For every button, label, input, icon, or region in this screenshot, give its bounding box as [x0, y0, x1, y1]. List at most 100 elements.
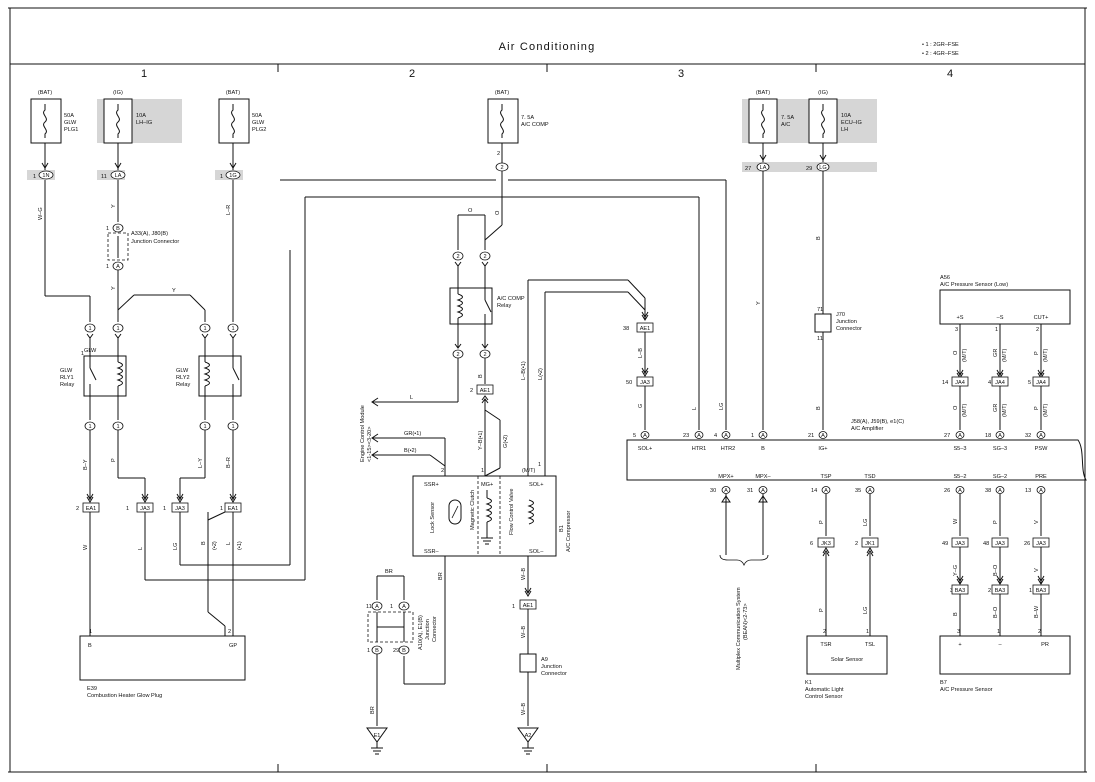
- svg-text:JA3: JA3: [140, 506, 150, 512]
- svg-text:2: 2: [988, 588, 991, 594]
- svg-text:–S: –S: [997, 315, 1004, 321]
- svg-text:L–B: L–B: [638, 348, 644, 358]
- column-1-lower-wiring: 1 1 1 1 B–Y P L–Y B–R 2 EA1 1 JA3 1 JA3 …: [76, 197, 306, 636]
- svg-text:2: 2: [497, 151, 500, 157]
- svg-text:27: 27: [944, 433, 950, 439]
- svg-text:Connector: Connector: [836, 326, 862, 332]
- svg-text:Magnetic Clutch: Magnetic Clutch: [470, 490, 476, 530]
- svg-text:L–Y: L–Y: [198, 458, 204, 468]
- svg-text:14: 14: [811, 488, 817, 494]
- svg-text:RLY1: RLY1: [60, 375, 74, 381]
- svg-text:HTR2: HTR2: [721, 446, 736, 452]
- svg-text:A: A: [998, 488, 1002, 494]
- svg-text:31: 31: [747, 488, 753, 494]
- svg-text:A/C COMP: A/C COMP: [521, 122, 549, 128]
- svg-text:1: 1: [203, 424, 206, 430]
- svg-text:A/C Compressor: A/C Compressor: [566, 511, 572, 552]
- a56-pressure-sensor-low: A56 A/C Pressure Sensor (Low) +S –S CUT+…: [939, 275, 1071, 333]
- svg-text:W–B: W–B: [521, 703, 527, 715]
- svg-text:Engine Control Module: Engine Control Module: [360, 405, 366, 462]
- svg-text:AE1: AE1: [640, 326, 651, 332]
- svg-text:21: 21: [808, 433, 814, 439]
- svg-text:V: V: [1034, 520, 1040, 524]
- svg-text:JA3: JA3: [175, 506, 185, 512]
- svg-text:L: L: [692, 407, 698, 410]
- svg-text:GP: GP: [229, 643, 237, 649]
- svg-text:4: 4: [714, 433, 717, 439]
- svg-text:1: 1: [231, 326, 234, 332]
- svg-text:1: 1: [1029, 588, 1032, 594]
- svg-text:7. 5A: 7. 5A: [781, 115, 794, 121]
- svg-text:1: 1: [367, 648, 370, 654]
- svg-text:1: 1: [88, 424, 91, 430]
- svg-text:L–R: L–R: [226, 205, 232, 215]
- svg-text:48: 48: [983, 541, 989, 547]
- svg-text:(BAT): (BAT): [226, 90, 240, 96]
- svg-text:JA3: JA3: [1036, 541, 1046, 547]
- svg-text:P: P: [993, 520, 999, 524]
- svg-text:1: 1: [481, 468, 484, 474]
- svg-text:JA4: JA4: [955, 380, 965, 386]
- svg-text:MPX+: MPX+: [718, 474, 733, 480]
- fuse-glw-plg1: (BAT) 50A GLW PLG1 1 1N: [27, 90, 78, 180]
- svg-text:(M/T): (M/T): [1043, 404, 1049, 417]
- note-2: • 2 : 4GR–FSE: [922, 51, 959, 57]
- svg-text:A: A: [402, 604, 406, 610]
- svg-text:JA3: JA3: [640, 380, 650, 386]
- svg-text:L: L: [138, 547, 144, 550]
- svg-text:Y: Y: [172, 288, 176, 294]
- svg-text:K1: K1: [805, 680, 812, 686]
- svg-text:1: 1: [203, 326, 206, 332]
- svg-text:SG–3: SG–3: [993, 446, 1007, 452]
- svg-text:B: B: [116, 226, 120, 232]
- svg-text:Relay: Relay: [497, 303, 512, 309]
- svg-text:3: 3: [957, 629, 960, 635]
- svg-text:A33(A), J80(B): A33(A), J80(B): [131, 231, 168, 237]
- svg-text:Solar Sensor: Solar Sensor: [831, 657, 863, 663]
- svg-text:A: A: [1039, 433, 1043, 439]
- svg-text:A/C Pressure Sensor: A/C Pressure Sensor: [940, 687, 993, 693]
- svg-text:L(•2): L(•2): [538, 368, 544, 380]
- svg-text:11: 11: [366, 604, 372, 610]
- svg-text:A: A: [998, 433, 1002, 439]
- column-2-wiring: L LG O O 2 2: [280, 171, 727, 430]
- svg-text:(BAT): (BAT): [756, 90, 770, 96]
- svg-text:PSW: PSW: [1035, 446, 1048, 452]
- svg-text:3: 3: [950, 588, 953, 594]
- svg-text:35: 35: [855, 488, 861, 494]
- svg-text:Control Sensor: Control Sensor: [805, 694, 842, 700]
- svg-text:E39: E39: [87, 686, 97, 692]
- svg-text:Connector: Connector: [432, 616, 438, 642]
- svg-text:B: B: [88, 643, 92, 649]
- svg-text:(M/T): (M/T): [1002, 404, 1008, 417]
- svg-text:23: 23: [683, 433, 689, 439]
- svg-text:10A: 10A: [841, 113, 851, 119]
- svg-text:2: 2: [1036, 327, 1039, 333]
- svg-text:MG+: MG+: [481, 482, 493, 488]
- svg-text:A: A: [116, 264, 120, 270]
- svg-text:IG+: IG+: [818, 446, 827, 452]
- svg-text:1: 1: [126, 506, 129, 512]
- svg-text:Y: Y: [111, 204, 117, 208]
- svg-text:B7: B7: [940, 680, 947, 686]
- svg-text:A2: A2: [525, 733, 532, 739]
- svg-text:S5–3: S5–3: [953, 446, 966, 452]
- svg-text:SSR+: SSR+: [424, 482, 439, 488]
- svg-text:2: 2: [470, 388, 473, 394]
- svg-text:1: 1: [81, 351, 84, 357]
- svg-text:1G: 1G: [229, 173, 236, 179]
- svg-text:SOL–: SOL–: [529, 549, 544, 555]
- svg-text:1: 1: [997, 629, 1000, 635]
- column-number-3: 3: [678, 68, 684, 80]
- svg-text:A: A: [643, 433, 647, 439]
- multiplex-communication: Multiplex Communication System (BEAN)<2-…: [719, 494, 769, 670]
- svg-text:1: 1: [866, 629, 869, 635]
- fuse-glw-plg2: (BAT) 50A GLW PLG2 1 1G: [215, 90, 266, 180]
- svg-text:GLW: GLW: [176, 368, 189, 374]
- svg-text:1: 1: [220, 506, 223, 512]
- svg-text:1: 1: [33, 174, 36, 180]
- svg-text:G(•2): G(•2): [503, 435, 509, 448]
- b1-ac-compressor: 2 1 (M/T) SSR+ MG+ SOL+ SSR– SOL– Lock S…: [412, 468, 572, 557]
- svg-text:2: 2: [76, 506, 79, 512]
- svg-text:BA3: BA3: [955, 588, 966, 594]
